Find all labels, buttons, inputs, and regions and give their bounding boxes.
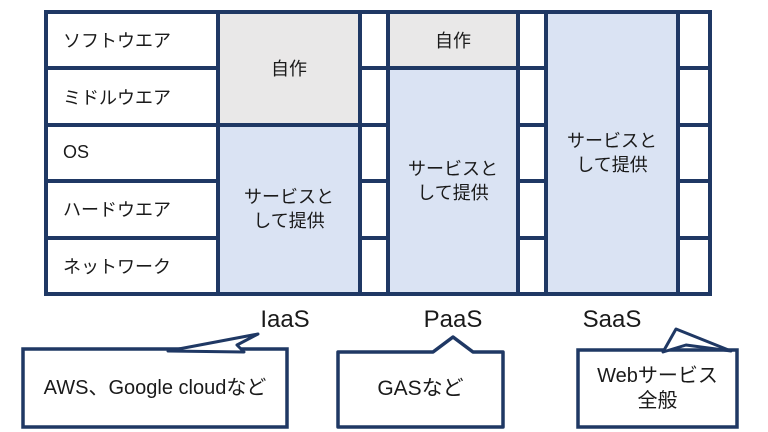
layer-software: ソフトウエア: [48, 14, 216, 67]
paas-self-made-cell: 自作: [390, 14, 516, 67]
spacer-cell: [520, 239, 544, 292]
saas-label: SaaS: [582, 306, 642, 333]
iaas-label: IaaS: [260, 306, 310, 333]
spacer-cell: [520, 126, 544, 180]
spacer-cell: [680, 126, 708, 180]
paas-example-text: GASなど: [377, 377, 464, 401]
spacer-cell: [680, 14, 708, 67]
layer-network: ネットワーク: [48, 239, 216, 292]
saas-callout-box: [576, 348, 739, 429]
layer-middleware: ミドルウエア: [48, 70, 216, 123]
spacer-cell: [680, 183, 708, 236]
spacer-cell: [362, 239, 386, 292]
stack-table: ソフトウエア ミドルウエア OS ハードウエア ネットワーク 自作 サービスと …: [44, 10, 712, 296]
saas-example-text: Webサービス 全般: [597, 364, 718, 412]
paas-callout-box: [336, 335, 505, 429]
saas-service-cell: サービスと して提供: [548, 14, 676, 292]
spacer-cell: [520, 70, 544, 123]
spacer-cell: [520, 14, 544, 67]
spacer-cell: [680, 70, 708, 123]
layer-hardware: ハードウエア: [48, 183, 216, 236]
iaas-example-text: AWS、Google cloudなど: [43, 376, 267, 399]
iaas-service-cell: サービスと して提供: [220, 126, 358, 292]
spacer-cell: [362, 183, 386, 236]
iaas-callout-tail: [166, 332, 260, 354]
paas-label: PaaS: [423, 306, 483, 333]
spacer-cell: [680, 239, 708, 292]
paas-service-cell: サービスと して提供: [390, 70, 516, 292]
saas-callout-tail: [661, 327, 733, 354]
spacer-cell: [362, 126, 386, 180]
spacer-cell: [520, 183, 544, 236]
spacer-cell: [362, 14, 386, 67]
layer-os: OS: [48, 126, 216, 180]
iaas-self-made-cell: 自作: [220, 14, 358, 123]
spacer-cell: [362, 70, 386, 123]
